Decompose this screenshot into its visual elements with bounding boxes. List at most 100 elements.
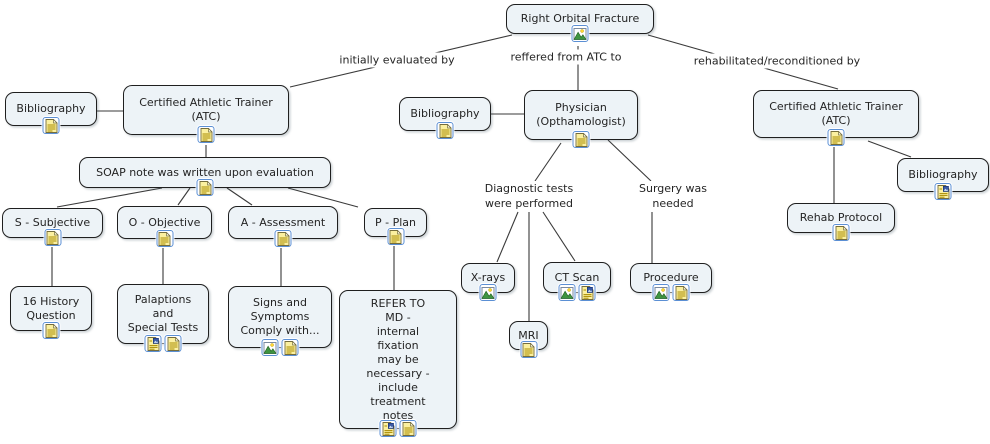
document-icon[interactable] <box>672 284 690 301</box>
image-icon[interactable] <box>479 284 497 301</box>
resource-icons <box>571 25 589 42</box>
document-icon-glyph <box>199 180 211 195</box>
resource-icons <box>652 284 690 301</box>
document-icon[interactable] <box>399 420 417 437</box>
connector-line <box>56 187 163 208</box>
concept-node-o-objective[interactable]: O - Objective <box>117 206 212 247</box>
document-icon[interactable] <box>387 228 404 245</box>
document-icon-glyph <box>200 127 212 142</box>
image-icon[interactable] <box>571 25 589 42</box>
image-icon[interactable] <box>558 284 576 301</box>
resource-icons <box>832 224 850 241</box>
document-icon-glyph <box>284 340 296 355</box>
concept-node-certified-athletic-trainer-right[interactable]: Certified Athletic Trainer (ATC) <box>753 90 919 146</box>
concept-node-label: P - Plan <box>375 215 416 229</box>
link-label-rehabilitated-reconditioned-by[interactable]: rehabilitated/reconditioned by <box>690 53 864 69</box>
document-icon[interactable] <box>156 230 173 247</box>
concept-node-s-subjective[interactable]: S - Subjective <box>2 208 103 246</box>
document-icon-glyph <box>167 336 179 351</box>
connector-line <box>534 142 562 182</box>
resource-icons <box>827 129 845 146</box>
concept-node-palpations-special-tests[interactable]: Palaptions and Special Tests <box>117 284 209 352</box>
concept-node-bibliography-right[interactable]: Bibliography <box>897 158 989 200</box>
resource-icons <box>156 230 173 247</box>
connector-line <box>496 211 519 263</box>
concept-node-label: Certified Athletic Trainer (ATC) <box>769 100 903 127</box>
document-icon-glyph <box>522 342 535 357</box>
document-icon[interactable] <box>436 122 454 139</box>
resource-icons <box>144 335 182 352</box>
document-icon[interactable] <box>281 339 299 356</box>
connector-line <box>607 139 652 182</box>
concept-node-x-rays[interactable]: X-rays <box>461 263 515 301</box>
link-label-diagnostic-tests-were-performed[interactable]: Diagnostic tests were performed <box>481 181 577 211</box>
concept-node-signs-symptoms[interactable]: Signs and Symptoms Comply with... <box>228 286 332 356</box>
concept-node-label: Palaptions and Special Tests <box>127 293 199 334</box>
document-icon[interactable] <box>832 224 850 241</box>
concept-node-rehab-protocol[interactable]: Rehab Protocol <box>787 203 895 241</box>
document-icon-glyph <box>46 230 59 245</box>
document-icon[interactable] <box>197 126 215 143</box>
image-icon-glyph <box>573 27 587 40</box>
document-icon[interactable] <box>196 179 214 196</box>
concept-node-label: Bibliography <box>410 107 480 120</box>
resource-icons <box>934 183 952 200</box>
concept-node-bibliography-middle[interactable]: Bibliography <box>399 97 491 139</box>
resource-icons <box>479 284 497 301</box>
link-label-surgery-was-needed[interactable]: Surgery was needed <box>635 181 711 211</box>
concept-node-p-plan[interactable]: P - Plan <box>364 208 427 245</box>
document-icon[interactable] <box>44 229 61 246</box>
document-icon[interactable] <box>42 117 60 134</box>
document-image-icon[interactable] <box>144 335 162 352</box>
link-label-reffered-from-atc-to[interactable]: reffered from ATC to <box>507 49 625 65</box>
document-icon[interactable] <box>827 129 845 146</box>
image-icon[interactable] <box>261 339 279 356</box>
document-image-icon[interactable] <box>379 420 397 437</box>
document-icon[interactable] <box>42 322 60 339</box>
document-icon-glyph <box>675 285 687 300</box>
concept-node-procedure[interactable]: Procedure <box>630 263 712 301</box>
document-image-icon[interactable] <box>934 183 952 200</box>
resource-icons <box>274 230 292 247</box>
document-icon[interactable] <box>164 335 182 352</box>
concept-node-label: Rehab Protocol <box>799 211 883 224</box>
document-icon-glyph <box>389 229 402 244</box>
document-icon-glyph <box>830 130 842 145</box>
concept-node-label: 16 History Question <box>22 294 80 322</box>
link-label-initially-evaluated-by[interactable]: initially evaluated by <box>336 52 458 68</box>
document-icon[interactable] <box>572 131 590 148</box>
resource-icons <box>196 179 214 196</box>
concept-node-physician[interactable]: Physician (Opthamologist) <box>524 90 638 148</box>
image-icon-glyph <box>481 286 495 299</box>
concept-node-ct-scan[interactable]: CT Scan <box>543 262 611 301</box>
concept-node-mri[interactable]: MRI <box>509 321 548 358</box>
concept-node-right-orbital-fracture[interactable]: Right Orbital Fracture <box>506 4 654 42</box>
document-icon[interactable] <box>274 230 292 247</box>
concept-node-label: Bibliography <box>16 102 86 115</box>
document-icon-glyph <box>158 231 171 246</box>
concept-node-certified-athletic-trainer-left[interactable]: Certified Athletic Trainer (ATC) <box>123 85 289 143</box>
document-icon-glyph <box>45 323 57 338</box>
connector-line <box>177 187 191 206</box>
document-image-icon-glyph <box>147 336 159 351</box>
document-icon[interactable] <box>520 341 537 358</box>
concept-node-label: S - Subjective <box>14 216 91 229</box>
image-icon[interactable] <box>652 284 670 301</box>
resource-icons <box>436 122 454 139</box>
document-image-icon[interactable] <box>578 284 596 301</box>
resource-icons <box>42 117 60 134</box>
document-image-icon-glyph <box>382 421 394 436</box>
document-image-icon-glyph <box>581 285 593 300</box>
connector-line <box>542 211 576 262</box>
concept-node-history-question[interactable]: 16 History Question <box>10 286 92 339</box>
concept-node-bibliography-left[interactable]: Bibliography <box>5 92 97 134</box>
concept-node-refer-to-md[interactable]: REFER TO MD - internal fixation may be n… <box>339 290 457 437</box>
concept-node-soap-note[interactable]: SOAP note was written upon evaluation <box>79 157 331 196</box>
concept-node-label: MRI <box>518 328 539 342</box>
document-icon-glyph <box>835 225 847 240</box>
resource-icons <box>379 420 417 437</box>
concept-node-a-assessment[interactable]: A - Assessment <box>228 206 338 247</box>
concept-node-label: Procedure <box>643 271 699 284</box>
